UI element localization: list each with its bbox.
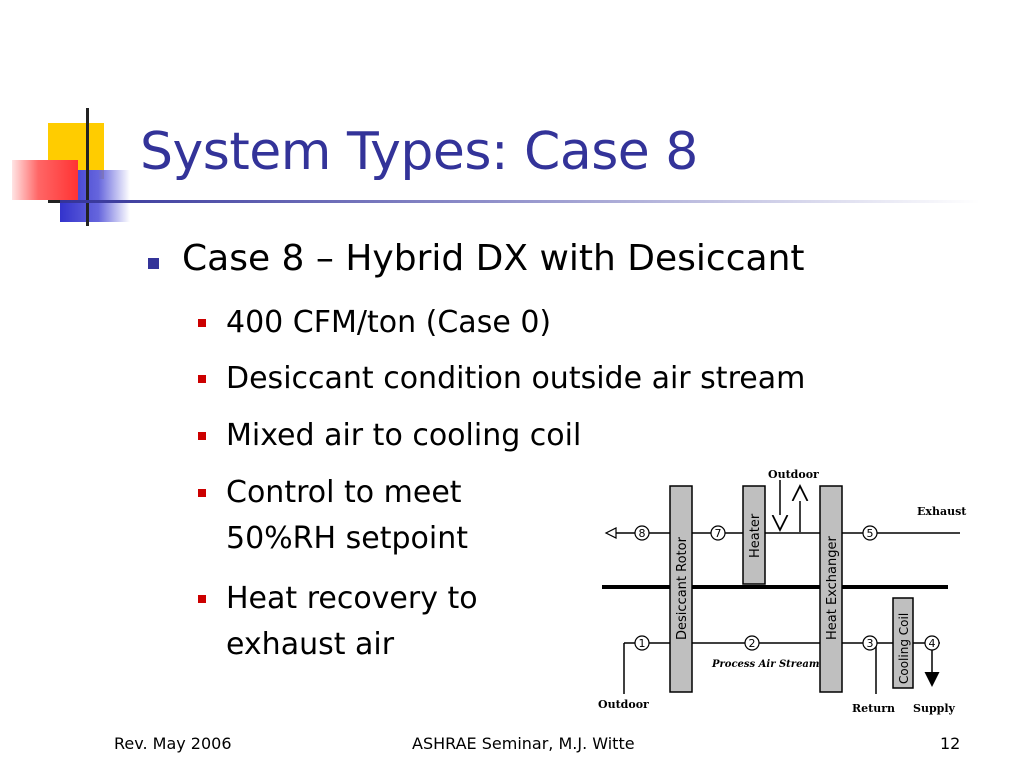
state-point-1: 1: [634, 635, 650, 651]
label-supply: Supply: [913, 702, 956, 715]
sub-bullet-text: 400 CFM/ton (Case 0): [226, 305, 552, 340]
state-point-3: 3: [862, 635, 878, 651]
heater: [742, 485, 766, 585]
label-outdoor-top: Outdoor: [768, 468, 819, 481]
state-point-8: 8: [634, 525, 650, 541]
label-process-air-stream: Process Air Stream: [711, 659, 820, 670]
state-point-2: 2: [744, 635, 760, 651]
svg-text:4: 4: [929, 637, 936, 650]
sub-bullet-text-line2: exhaust air: [226, 627, 395, 662]
cooling-coil: [892, 597, 914, 689]
heat-exchanger-label: Heat Exchanger: [825, 536, 840, 640]
state-point-4: 4: [924, 635, 940, 651]
desiccant-rotor: [669, 485, 693, 693]
footer-revision: Rev. May 2006: [114, 734, 232, 753]
sub-bullet-square-icon: [198, 375, 206, 383]
slide-title: System Types: Case 8: [140, 122, 698, 182]
svg-text:3: 3: [867, 637, 874, 650]
state-point-7: 7: [710, 525, 726, 541]
heat-exchanger: [819, 485, 843, 693]
sub-bullet-square-icon: [198, 432, 206, 440]
bullet-square-icon: [148, 258, 159, 269]
label-exhaust: Exhaust: [917, 505, 967, 518]
title-underline: [60, 200, 980, 203]
exhaust-out-arrow-icon: [604, 527, 617, 539]
bullet-text: Case 8 – Hybrid DX with Desiccant: [182, 238, 805, 279]
logo-vertical-line: [86, 108, 89, 226]
desiccant-rotor-label: Desiccant Rotor: [675, 536, 690, 640]
sub-bullet-text-line2: 50%RH setpoint: [226, 521, 468, 556]
sub-bullet-text-line1: Heat recovery to: [226, 581, 478, 616]
label-return: Return: [852, 702, 895, 715]
sub-bullet-square-icon: [198, 319, 206, 327]
sub-bullet-text: Mixed air to cooling coil: [226, 418, 582, 453]
sub-bullet-square-icon: [198, 489, 206, 497]
svg-text:5: 5: [867, 527, 874, 540]
svg-text:7: 7: [715, 527, 722, 540]
footer-seminar: ASHRAE Seminar, M.J. Witte: [412, 734, 635, 753]
state-point-5: 5: [862, 525, 878, 541]
system-schematic: Desiccant Rotor Heater Heat Exchanger Co…: [598, 468, 967, 715]
sub-bullet-text-line1: Control to meet: [226, 475, 462, 510]
heater-label: Heater: [748, 513, 763, 558]
svg-text:1: 1: [639, 637, 646, 650]
logo-red-square: [12, 160, 78, 200]
label-outdoor-bottom: Outdoor: [598, 698, 649, 711]
svg-text:8: 8: [639, 527, 646, 540]
slide-number: 12: [940, 734, 961, 753]
sub-bullet-square-icon: [198, 595, 206, 603]
svg-text:2: 2: [749, 637, 756, 650]
sub-bullet-text: Desiccant condition outside air stream: [226, 361, 806, 396]
cooling-coil-label: Cooling Coil: [897, 613, 911, 684]
